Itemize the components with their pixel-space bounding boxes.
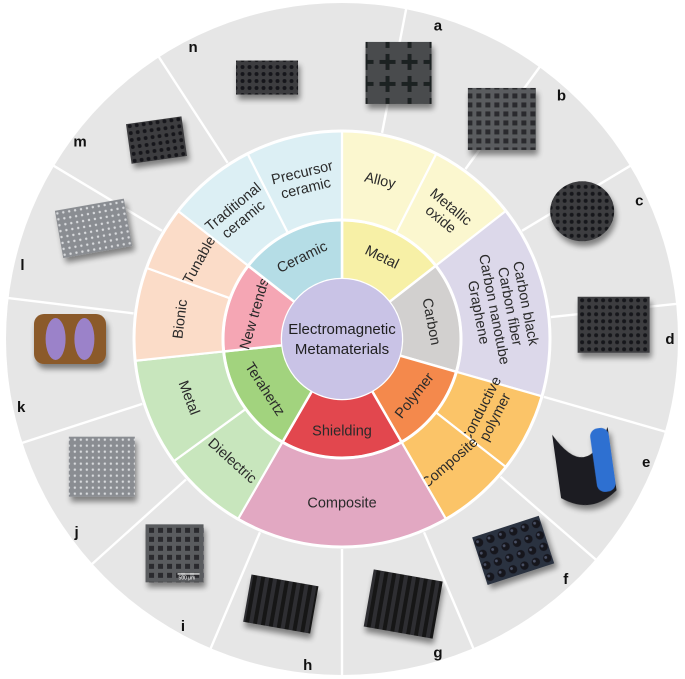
- outer-separator: [21, 402, 143, 445]
- subcategory-label-group: Bionic: [170, 299, 191, 340]
- sample-photo-body: [472, 515, 555, 585]
- sample-photo: [365, 41, 432, 104]
- sample-photo-glove: [45, 318, 66, 360]
- photo-letter-h: h: [303, 657, 312, 674]
- center-title-line-2: Metamaterials: [295, 341, 389, 358]
- sample-photo-body: [363, 569, 443, 639]
- sample-photo: [34, 314, 106, 364]
- category-ring: MetalCarbonPolymerShieldingTerahertzNew …: [221, 218, 463, 460]
- photo-letter-i: i: [181, 618, 185, 635]
- outer-separator: [7, 296, 134, 315]
- outer-separator: [543, 395, 667, 434]
- sample-photo: [68, 436, 135, 497]
- scale-bar: [177, 573, 200, 575]
- ring-border: [221, 218, 463, 460]
- sample-photo-body: [467, 87, 536, 150]
- photo-letter-a: a: [434, 17, 443, 34]
- subcategory-label: Alloy: [363, 170, 398, 193]
- sample-photo-body: [243, 574, 319, 634]
- subcategory-label-group: Alloy: [363, 170, 398, 193]
- outer-separator: [209, 531, 262, 650]
- photo-letter-n: n: [189, 39, 198, 56]
- center-hub: Electromagnetic Metamaterials: [282, 279, 402, 399]
- photo-letter-e: e: [642, 454, 650, 471]
- photo-letter-d: d: [665, 331, 674, 348]
- sample-photo: 500 μm: [145, 524, 204, 583]
- sample-photo: [236, 60, 299, 95]
- sample-photo-body: [365, 41, 432, 104]
- sample-photo: [467, 87, 536, 150]
- sample-photo-body: [68, 436, 135, 497]
- sample-photo: [577, 296, 650, 353]
- sample-photo-body: [54, 198, 133, 259]
- outer-separator: [90, 478, 187, 566]
- scale-bar-label: 500 μm: [179, 575, 196, 581]
- sample-photo: [550, 181, 615, 242]
- sample-photo: [363, 569, 443, 639]
- subcategory-label: Composite: [307, 496, 376, 512]
- center-title-line-1: Electromagnetic: [288, 321, 396, 338]
- outer-separator: [422, 531, 475, 650]
- sample-photo: [243, 574, 319, 634]
- subcategory-label: Bionic: [170, 299, 191, 340]
- sample-photos: a b c d e f g h 500 μm i j k l m n: [17, 17, 675, 674]
- sample-photo-body: [236, 60, 299, 95]
- photo-letter-f: f: [563, 571, 569, 588]
- photo-letter-b: b: [557, 87, 566, 104]
- sample-photo-glove: [74, 318, 95, 360]
- photo-letter-c: c: [635, 192, 643, 209]
- outer-separator: [52, 164, 163, 232]
- category-label: Shielding: [312, 424, 372, 440]
- sample-photo-body: [550, 181, 615, 242]
- photo-letter-l: l: [20, 257, 24, 274]
- sample-photo-glove: [590, 427, 616, 492]
- sample-photo-body: [125, 116, 188, 164]
- photo-letter-m: m: [73, 134, 86, 151]
- photo-letter-j: j: [74, 524, 79, 541]
- sample-photo: [125, 116, 188, 164]
- center-circle: [282, 279, 402, 399]
- outer-separator: [157, 55, 229, 164]
- outer-separator: [499, 475, 598, 561]
- sample-photo-body: [34, 314, 106, 364]
- subcategory-label-group: Composite: [307, 496, 376, 512]
- ring-border: [132, 129, 552, 549]
- sample-photo-body: [145, 524, 204, 583]
- sample-photo: [472, 515, 555, 585]
- sample-photo: [552, 426, 617, 506]
- photo-letter-k: k: [17, 399, 26, 416]
- sample-photo-body: [577, 296, 650, 353]
- photo-letter-g: g: [433, 645, 442, 662]
- sample-photo: [54, 198, 133, 259]
